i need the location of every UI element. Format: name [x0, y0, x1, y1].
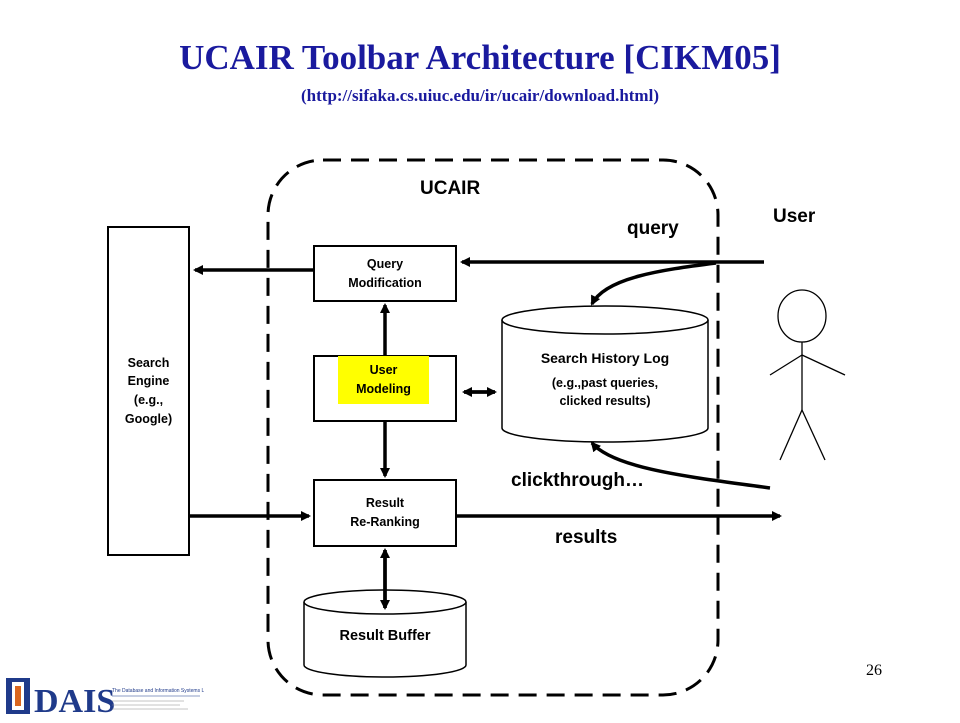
search-history-cylinder	[501, 305, 709, 443]
ucair-label: UCAIR	[420, 178, 481, 199]
dais-logo: DAIS The Database and Information System…	[4, 676, 226, 723]
svg-text:The Database and Information S: The Database and Information Systems Lab…	[112, 688, 204, 694]
clickthrough-to-history-curve	[590, 441, 771, 490]
result-buffer-cylinder	[303, 589, 467, 678]
search-engine-box: Search Engine (e.g., Google)	[107, 226, 190, 556]
query-to-history-curve	[590, 261, 717, 306]
result-buffer-label: Result Buffer	[339, 628, 431, 644]
search-history-title: Search History Log	[540, 350, 670, 366]
results-label: results	[555, 527, 618, 548]
page-number: 26	[866, 662, 882, 679]
query-modification-box: Query Modification	[313, 245, 457, 302]
ucair-boundary	[266, 158, 720, 697]
slide-subtitle: (http://sifaka.cs.uiuc.edu/ir/ucair/down…	[301, 86, 659, 105]
user-stick-figure	[769, 289, 846, 461]
clickthrough-label: clickthrough…	[511, 470, 645, 491]
search-history-detail: (e.g.,past queries, clicked results)	[551, 376, 659, 409]
user-label: User	[773, 206, 816, 227]
result-reranking-box: Result Re-Ranking	[313, 479, 457, 547]
svg-text:DAIS: DAIS	[34, 683, 115, 718]
query-label: query	[627, 218, 679, 239]
slide-title: UCAIR Toolbar Architecture [CIKM05]	[179, 38, 781, 77]
user-modeling-label: User Modeling	[338, 356, 429, 404]
